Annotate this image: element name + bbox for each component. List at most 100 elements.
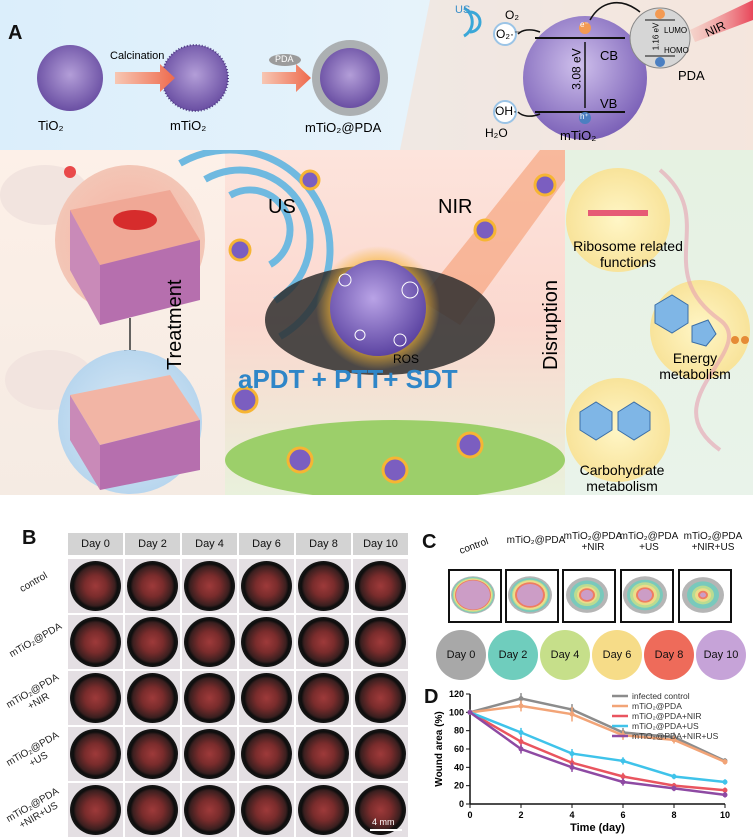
- wound-photo-dish: [298, 729, 349, 779]
- hydroxyl-label: OH·: [495, 104, 517, 118]
- electron-transfer-arrow: [589, 2, 641, 21]
- legend-entry: mTiO₂@PDA+US: [632, 721, 699, 731]
- data-point: [518, 739, 524, 745]
- c-group-label: mTiO₂@PDA +NIR: [563, 531, 623, 553]
- us-waves-icon: [463, 6, 482, 38]
- nanoparticle-core: [330, 260, 426, 356]
- mtio2-pda-core: [320, 48, 380, 108]
- bandgap-label: 3.08 eV: [569, 48, 584, 90]
- wound-photo: [296, 727, 351, 781]
- data-point: [467, 709, 473, 715]
- pda-arrow: [262, 64, 311, 92]
- x-axis-label: Time (day): [570, 822, 625, 834]
- day-legend-circle: Day 0: [436, 630, 486, 680]
- wound-photo-dish: [127, 561, 178, 611]
- wound-photo: [239, 615, 294, 669]
- wound-photo: [182, 615, 237, 669]
- wound-photo: [68, 559, 123, 613]
- o2-label: O₂: [505, 8, 519, 22]
- y-axis-label: Wound area (%): [434, 711, 445, 786]
- wound-photo: [239, 671, 294, 725]
- us-label: US: [455, 4, 471, 16]
- wound-photo: [125, 727, 180, 781]
- panel-b-letter: B: [22, 527, 37, 549]
- wound-photo-dish: [184, 673, 235, 723]
- series-line: [469, 697, 726, 763]
- x-tick-label: 10: [720, 810, 730, 820]
- treatment-illustration: [0, 150, 750, 495]
- wound-trace: [517, 583, 543, 607]
- disruption-label: Disruption: [540, 279, 562, 370]
- y-tick-label: 120: [449, 689, 464, 699]
- wound-photo-dish: [70, 617, 121, 667]
- c-group-label: mTiO₂@PDA +US: [619, 531, 679, 553]
- panel-c: C control mTiO₂@PDA mTiO₂@PDA +NIR mTiO₂…: [422, 525, 753, 685]
- pda-sphere: [629, 7, 691, 69]
- wound-photo-dish: [355, 561, 406, 611]
- wound-photo-dish: [241, 673, 292, 723]
- h2o-label: H₂O: [485, 126, 508, 140]
- wound-photo-dish: [355, 617, 406, 667]
- y-tick-label: 80: [454, 726, 464, 736]
- y-tick-label: 0: [459, 799, 464, 809]
- panel-a: A: [0, 0, 753, 495]
- data-point: [620, 779, 626, 785]
- us-wave-icon: [228, 186, 294, 268]
- panel-b: B Day 0 Day 2 Day 4 Day 6 Day 8 Day 10 c…: [0, 525, 430, 839]
- panel-d-letter: D: [424, 686, 439, 708]
- x-tick-label: 8: [671, 810, 676, 820]
- legend-entry: mTiO₂@PDA: [632, 701, 682, 711]
- c-group-label: mTiO₂@PDA: [506, 535, 566, 546]
- y-tick-label: 60: [454, 744, 464, 754]
- wound-photo: [125, 559, 180, 613]
- series-line: [469, 711, 726, 792]
- day-header: Day 10: [353, 533, 408, 555]
- wound-photo: [68, 783, 123, 837]
- group-label: control: [17, 570, 50, 595]
- electron-label: e⁻: [580, 20, 589, 29]
- y-tick-label: 100: [449, 707, 464, 717]
- y-tick-label: 20: [454, 781, 464, 791]
- wound-photo: [353, 559, 408, 613]
- pda-label: PDA: [678, 68, 705, 83]
- carbohydrate-label: Carbohydrate metabolism: [579, 462, 665, 494]
- wound-photo: [239, 727, 294, 781]
- group-label: mTiO₂@PDA: [7, 621, 64, 661]
- wound-photo: [239, 559, 294, 613]
- wound-photo-dish: [127, 729, 178, 779]
- data-point: [569, 751, 575, 757]
- wound-photo: [182, 727, 237, 781]
- wound-photo-dish: [355, 673, 406, 723]
- wound-photo-dish: [70, 729, 121, 779]
- wound-photo-dish: [70, 561, 121, 611]
- wound-photo: [125, 783, 180, 837]
- wound-photo: [125, 615, 180, 669]
- lumo-label: LUMO: [664, 26, 688, 35]
- wound-photo-dish: [184, 617, 235, 667]
- synthesis-diagram: [37, 0, 753, 150]
- wound-photo: [68, 671, 123, 725]
- panel-a-letter: A: [8, 22, 23, 44]
- wound-photo: [68, 727, 123, 781]
- wound-photo: [296, 671, 351, 725]
- data-point: [722, 792, 728, 798]
- wound-trace: [700, 592, 706, 598]
- x-tick-label: 2: [518, 810, 523, 820]
- day-legend-circle: Day 10: [696, 630, 746, 680]
- wound-photo-dish: [184, 561, 235, 611]
- wound-photo: [182, 671, 237, 725]
- group-label: mTiO₂@PDA +US: [4, 729, 61, 770]
- wound-photo-dish: [70, 673, 121, 723]
- wound-photo: [296, 615, 351, 669]
- data-point: [518, 703, 524, 709]
- cb-label: CB: [600, 48, 619, 63]
- wound-photo: [353, 615, 408, 669]
- tio2-particle: [37, 45, 103, 111]
- data-point: [620, 774, 626, 779]
- x-tick-label: 4: [569, 810, 574, 820]
- wound-photo-dish: [184, 785, 235, 835]
- wound-trace: [581, 589, 593, 601]
- y-tick-label: 40: [454, 762, 464, 772]
- mtio2-sphere-label: mTiO₂: [560, 128, 597, 143]
- data-point: [518, 696, 524, 702]
